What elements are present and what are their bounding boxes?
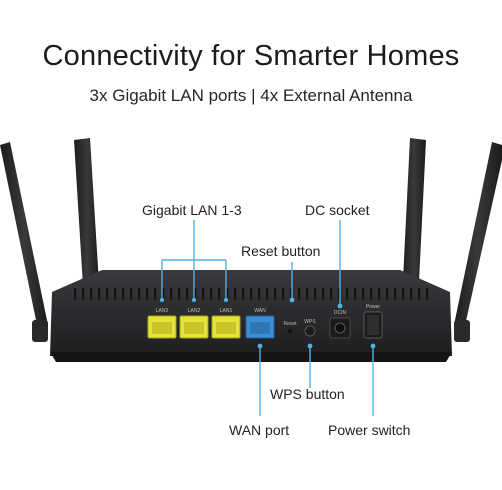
wan-port: [245, 315, 275, 339]
dc-socket-shape: [329, 317, 351, 339]
vent-slots: [74, 288, 429, 300]
callout-dots: [160, 297, 376, 349]
subheadline: 3x Gigabit LAN ports | 4x External Anten…: [89, 86, 413, 105]
label-dcin: DCIN: [334, 310, 347, 316]
callout-dc-socket: DC socket: [305, 202, 370, 218]
callout-lines: [161, 220, 374, 416]
callout-wps-button: WPS button: [270, 386, 345, 402]
callout-power-switch: Power switch: [328, 422, 411, 438]
callout-gigabit-lan: Gigabit LAN 1-3: [142, 202, 242, 218]
callout-wan-port: WAN port: [229, 422, 290, 438]
label-lan1: LAN1: [220, 308, 233, 314]
label-reset: Reset: [283, 321, 297, 327]
headline: Connectivity for Smarter Homes: [42, 40, 460, 72]
antenna-far-left: [0, 142, 48, 342]
lan-ports: [147, 315, 241, 339]
label-power: Power: [366, 304, 381, 310]
reset-pinhole: [288, 329, 292, 333]
antenna-far-right: [454, 142, 502, 342]
callout-reset-button: Reset button: [241, 243, 321, 259]
label-wps: WPS: [304, 319, 316, 325]
label-lan3: LAN3: [156, 308, 169, 314]
wps-button-shape: [304, 325, 316, 337]
power-switch-shape: [363, 311, 383, 339]
label-lan2: LAN2: [188, 308, 201, 314]
label-wan: WAN: [254, 308, 266, 314]
